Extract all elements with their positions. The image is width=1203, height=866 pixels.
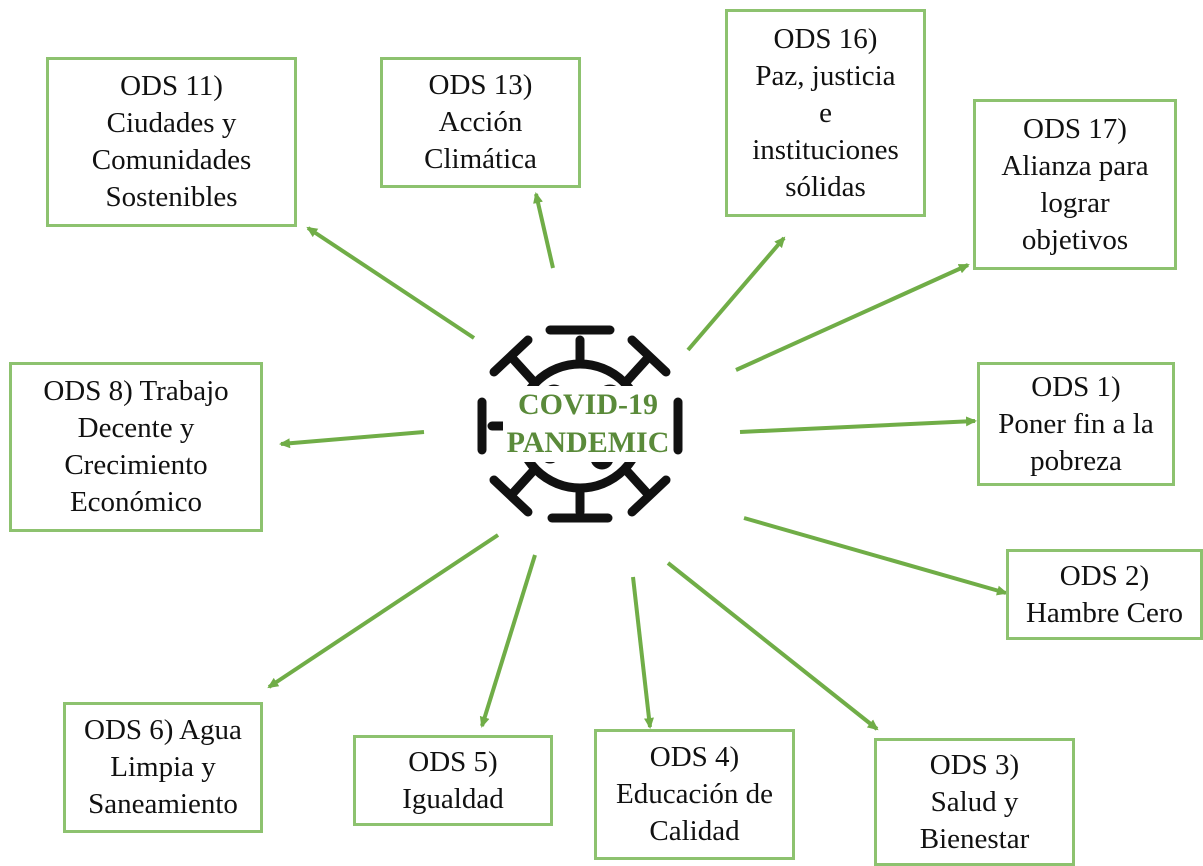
goal-line: Decente y <box>77 412 195 444</box>
goal-line: Comunidades <box>91 144 252 176</box>
goal-box-ods17: ODS 17) Alianza para lograr objetivos <box>973 99 1177 270</box>
goal-line: instituciones <box>752 133 899 166</box>
goal-line: Acción <box>438 106 523 138</box>
arrow-to-ods13 <box>533 192 555 269</box>
goal-line: ODS 13) <box>428 69 533 101</box>
goal-line: ODS 17) <box>1023 112 1127 145</box>
goal-line: ODS 3) <box>929 748 1020 781</box>
goal-line: ODS 1) <box>1031 370 1121 403</box>
goal-line: Limpia y <box>110 751 216 783</box>
goal-line: pobreza <box>1030 444 1122 477</box>
goal-box-ods8: ODS 8) Trabajo Decente y Crecimiento Eco… <box>9 362 263 532</box>
goal-line: ODS 6) Agua <box>84 714 242 746</box>
goal-line: Climática <box>424 143 537 175</box>
goal-line: lograr <box>1040 186 1110 219</box>
arrow-to-ods3 <box>666 561 879 731</box>
goal-line: ODS 8) Trabajo <box>43 375 229 407</box>
goal-line: ODS 11) <box>120 70 223 102</box>
center-line-2: PANDEMIC <box>503 424 673 462</box>
goal-box-ods3: ODS 3) Salud y Bienestar <box>874 738 1075 866</box>
goal-box-ods4: ODS 4) Educación de Calidad <box>594 729 795 860</box>
goal-line: Crecimiento <box>64 449 208 481</box>
goal-box-ods6: ODS 6) Agua Limpia y Saneamiento <box>63 702 263 833</box>
center-label: COVID-19 PANDEMIC <box>478 386 698 462</box>
arrow-to-ods8 <box>279 430 425 449</box>
goal-line: Educación de <box>615 778 773 810</box>
arrow-to-ods6 <box>267 533 500 689</box>
goal-box-ods2: ODS 2) Hambre Cero <box>1006 549 1203 640</box>
goal-line: Bienestar <box>919 822 1030 855</box>
goal-line: ODS 4) <box>649 741 740 773</box>
goal-line: Paz, justicia <box>755 59 896 92</box>
goal-line: Poner fin a la <box>998 407 1154 440</box>
arrow-to-ods16 <box>686 236 786 352</box>
center-line-1: COVID-19 <box>503 386 673 424</box>
arrow-to-ods4 <box>631 576 654 729</box>
goal-line: Alianza para <box>1001 149 1149 182</box>
goal-line: Ciudades y <box>106 107 237 139</box>
goal-line: ODS 5) <box>408 745 498 778</box>
goal-line: Salud y <box>930 785 1019 818</box>
goal-line: Sostenibles <box>105 181 238 213</box>
goal-line: Hambre Cero <box>1025 596 1184 629</box>
goal-box-ods13: ODS 13) Acción Climática <box>380 57 581 188</box>
arrow-to-ods5 <box>479 554 537 728</box>
goal-line: objetivos <box>1021 223 1129 256</box>
goal-box-ods11: ODS 11) Ciudades y Comunidades Sostenibl… <box>46 57 297 227</box>
arrow-to-ods2 <box>743 516 1008 596</box>
arrow-to-ods1 <box>739 416 977 434</box>
goal-line: Saneamiento <box>88 788 238 820</box>
goal-line: Económico <box>69 486 203 518</box>
goal-box-ods1: ODS 1) Poner fin a la pobreza <box>977 362 1175 486</box>
goal-line: ODS 16) <box>773 22 878 55</box>
goal-line: ODS 2) <box>1059 559 1150 592</box>
goal-line: Calidad <box>649 815 740 847</box>
arrow-to-ods11 <box>306 226 476 340</box>
arrow-to-ods17 <box>735 263 970 372</box>
goal-line: sólidas <box>785 170 866 203</box>
goal-line: e <box>819 96 832 129</box>
goal-line: Igualdad <box>402 782 504 815</box>
goal-box-ods5: ODS 5) Igualdad <box>353 735 553 826</box>
goal-box-ods16: ODS 16) Paz, justicia e instituciones só… <box>725 9 926 217</box>
